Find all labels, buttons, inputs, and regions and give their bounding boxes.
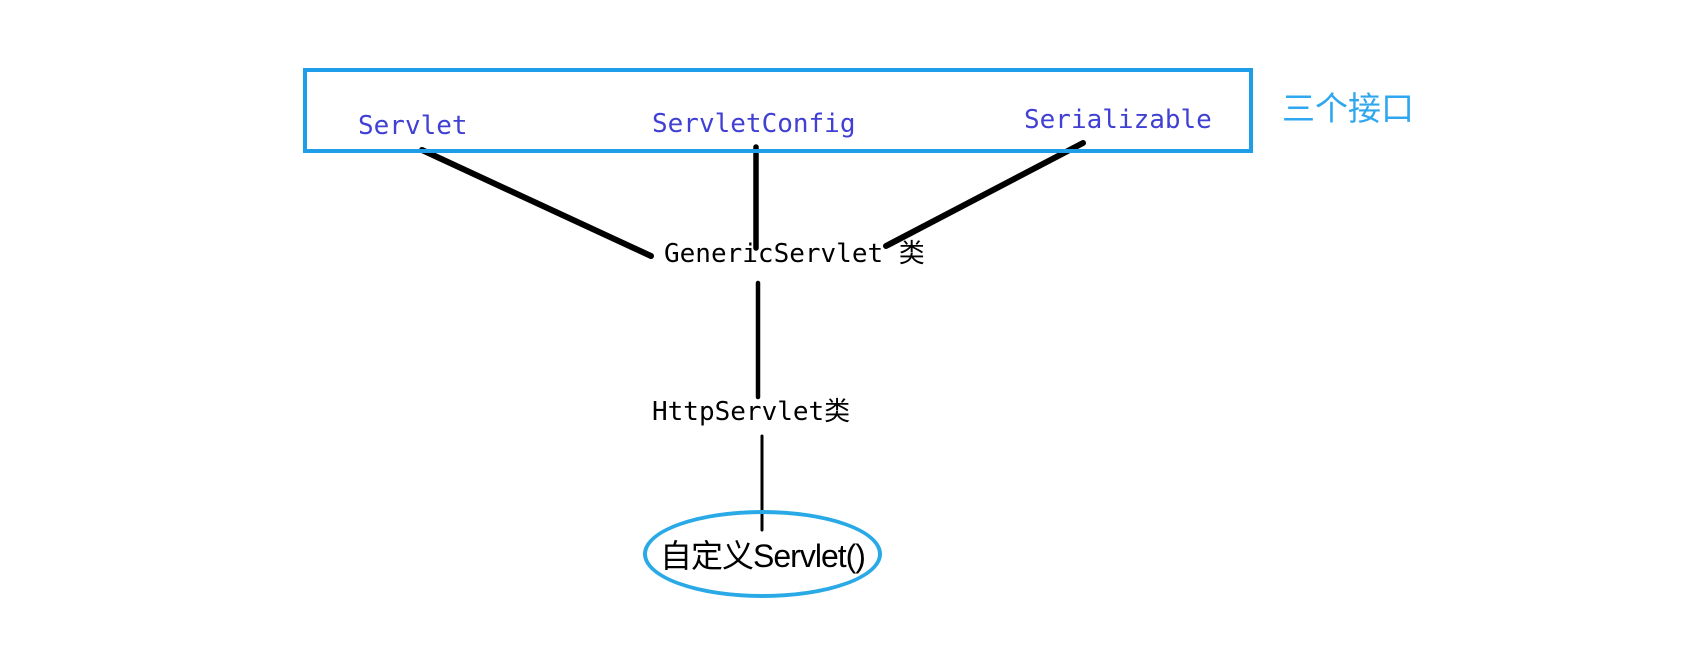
edge-serializable-to-genericservlet <box>883 140 1086 249</box>
interfaces-box: Servlet ServletConfig Serializable <box>303 68 1253 153</box>
three-interfaces-label: 三个接口 <box>1282 90 1414 127</box>
edge-servlet-to-genericservlet <box>419 147 654 259</box>
custom-servlet-ellipse: 自定义Servlet() <box>643 510 882 598</box>
node-generic-servlet: GenericServlet 类 <box>664 239 925 269</box>
interface-servlet: Servlet <box>358 111 468 141</box>
interface-servletconfig: ServletConfig <box>652 109 856 139</box>
node-http-servlet: HttpServlet类 <box>652 397 851 427</box>
custom-servlet-label: 自定义Servlet() <box>660 538 866 574</box>
interface-serializable: Serializable <box>1024 105 1212 135</box>
